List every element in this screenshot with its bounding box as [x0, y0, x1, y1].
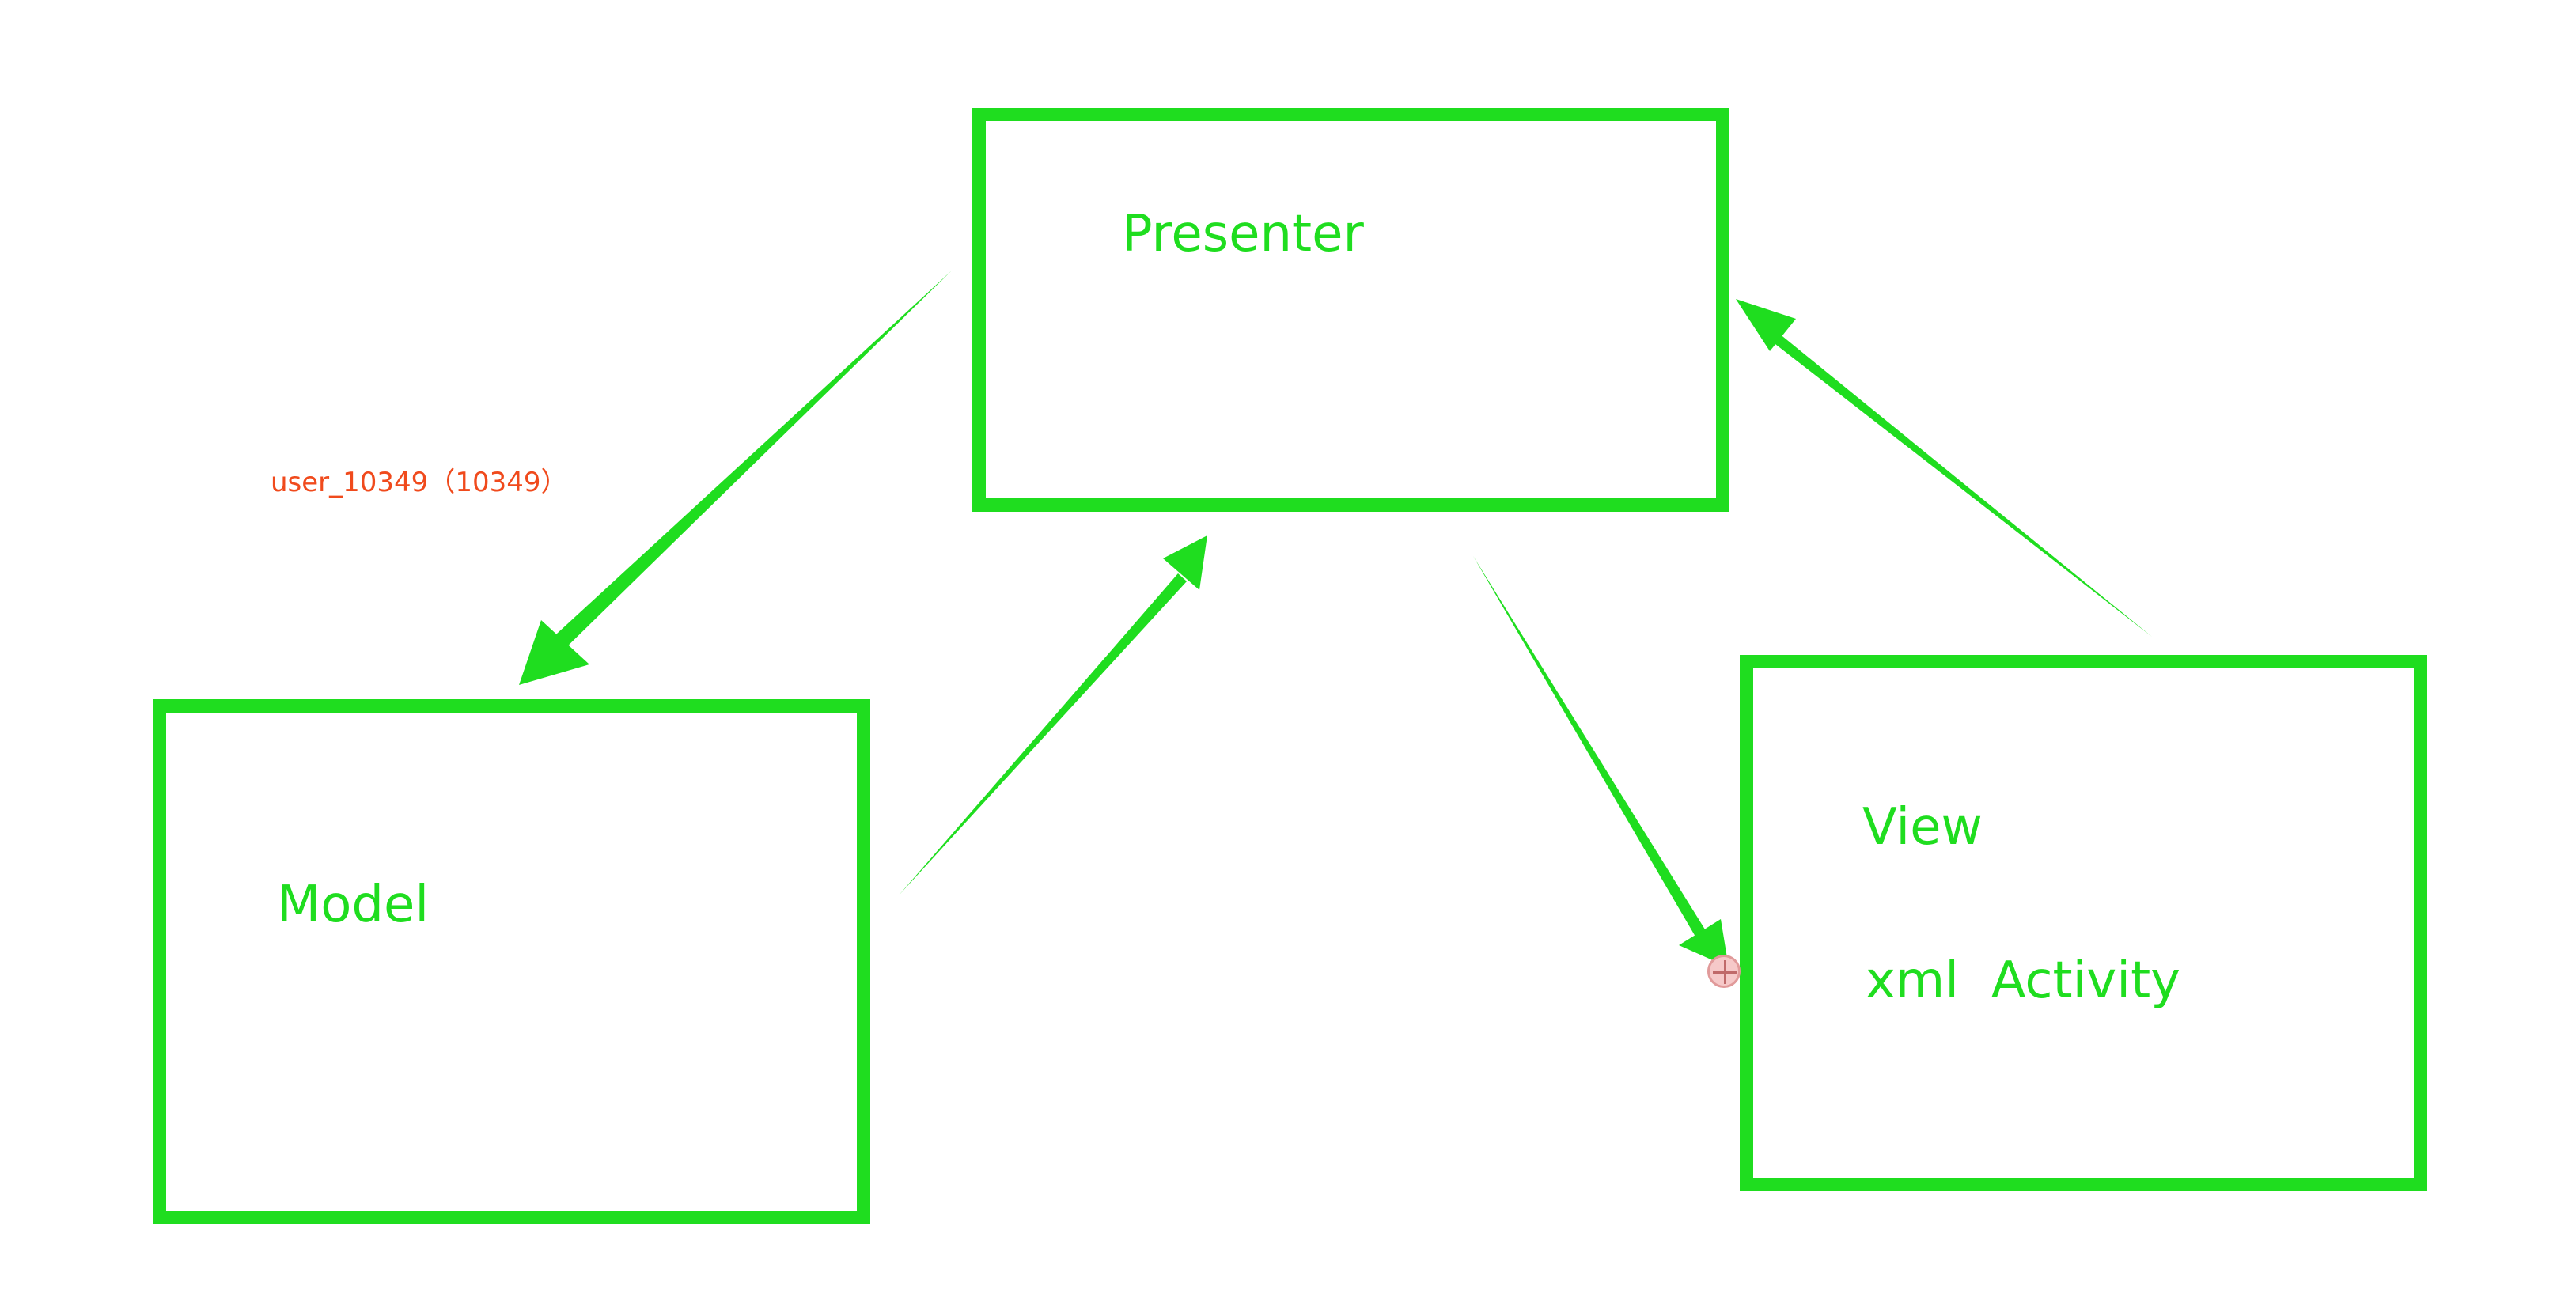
arrow-view-to-presenter — [1736, 299, 2152, 637]
view-box — [1740, 655, 2427, 1191]
view-sublabel: xml Activity — [1866, 952, 2181, 1010]
model-label: Model — [277, 876, 430, 934]
model-box — [153, 699, 870, 1224]
presenter-label: Presenter — [1122, 205, 1364, 263]
cursor-marker-icon — [1707, 955, 1741, 988]
presenter-box — [972, 108, 1729, 512]
arrow-presenter-to-model — [519, 271, 952, 685]
user-watermark: user_10349（10349） — [271, 467, 568, 498]
arrow-model-to-presenter — [899, 535, 1207, 895]
arrow-presenter-to-view — [1473, 556, 1729, 967]
view-label: View — [1862, 798, 1983, 857]
